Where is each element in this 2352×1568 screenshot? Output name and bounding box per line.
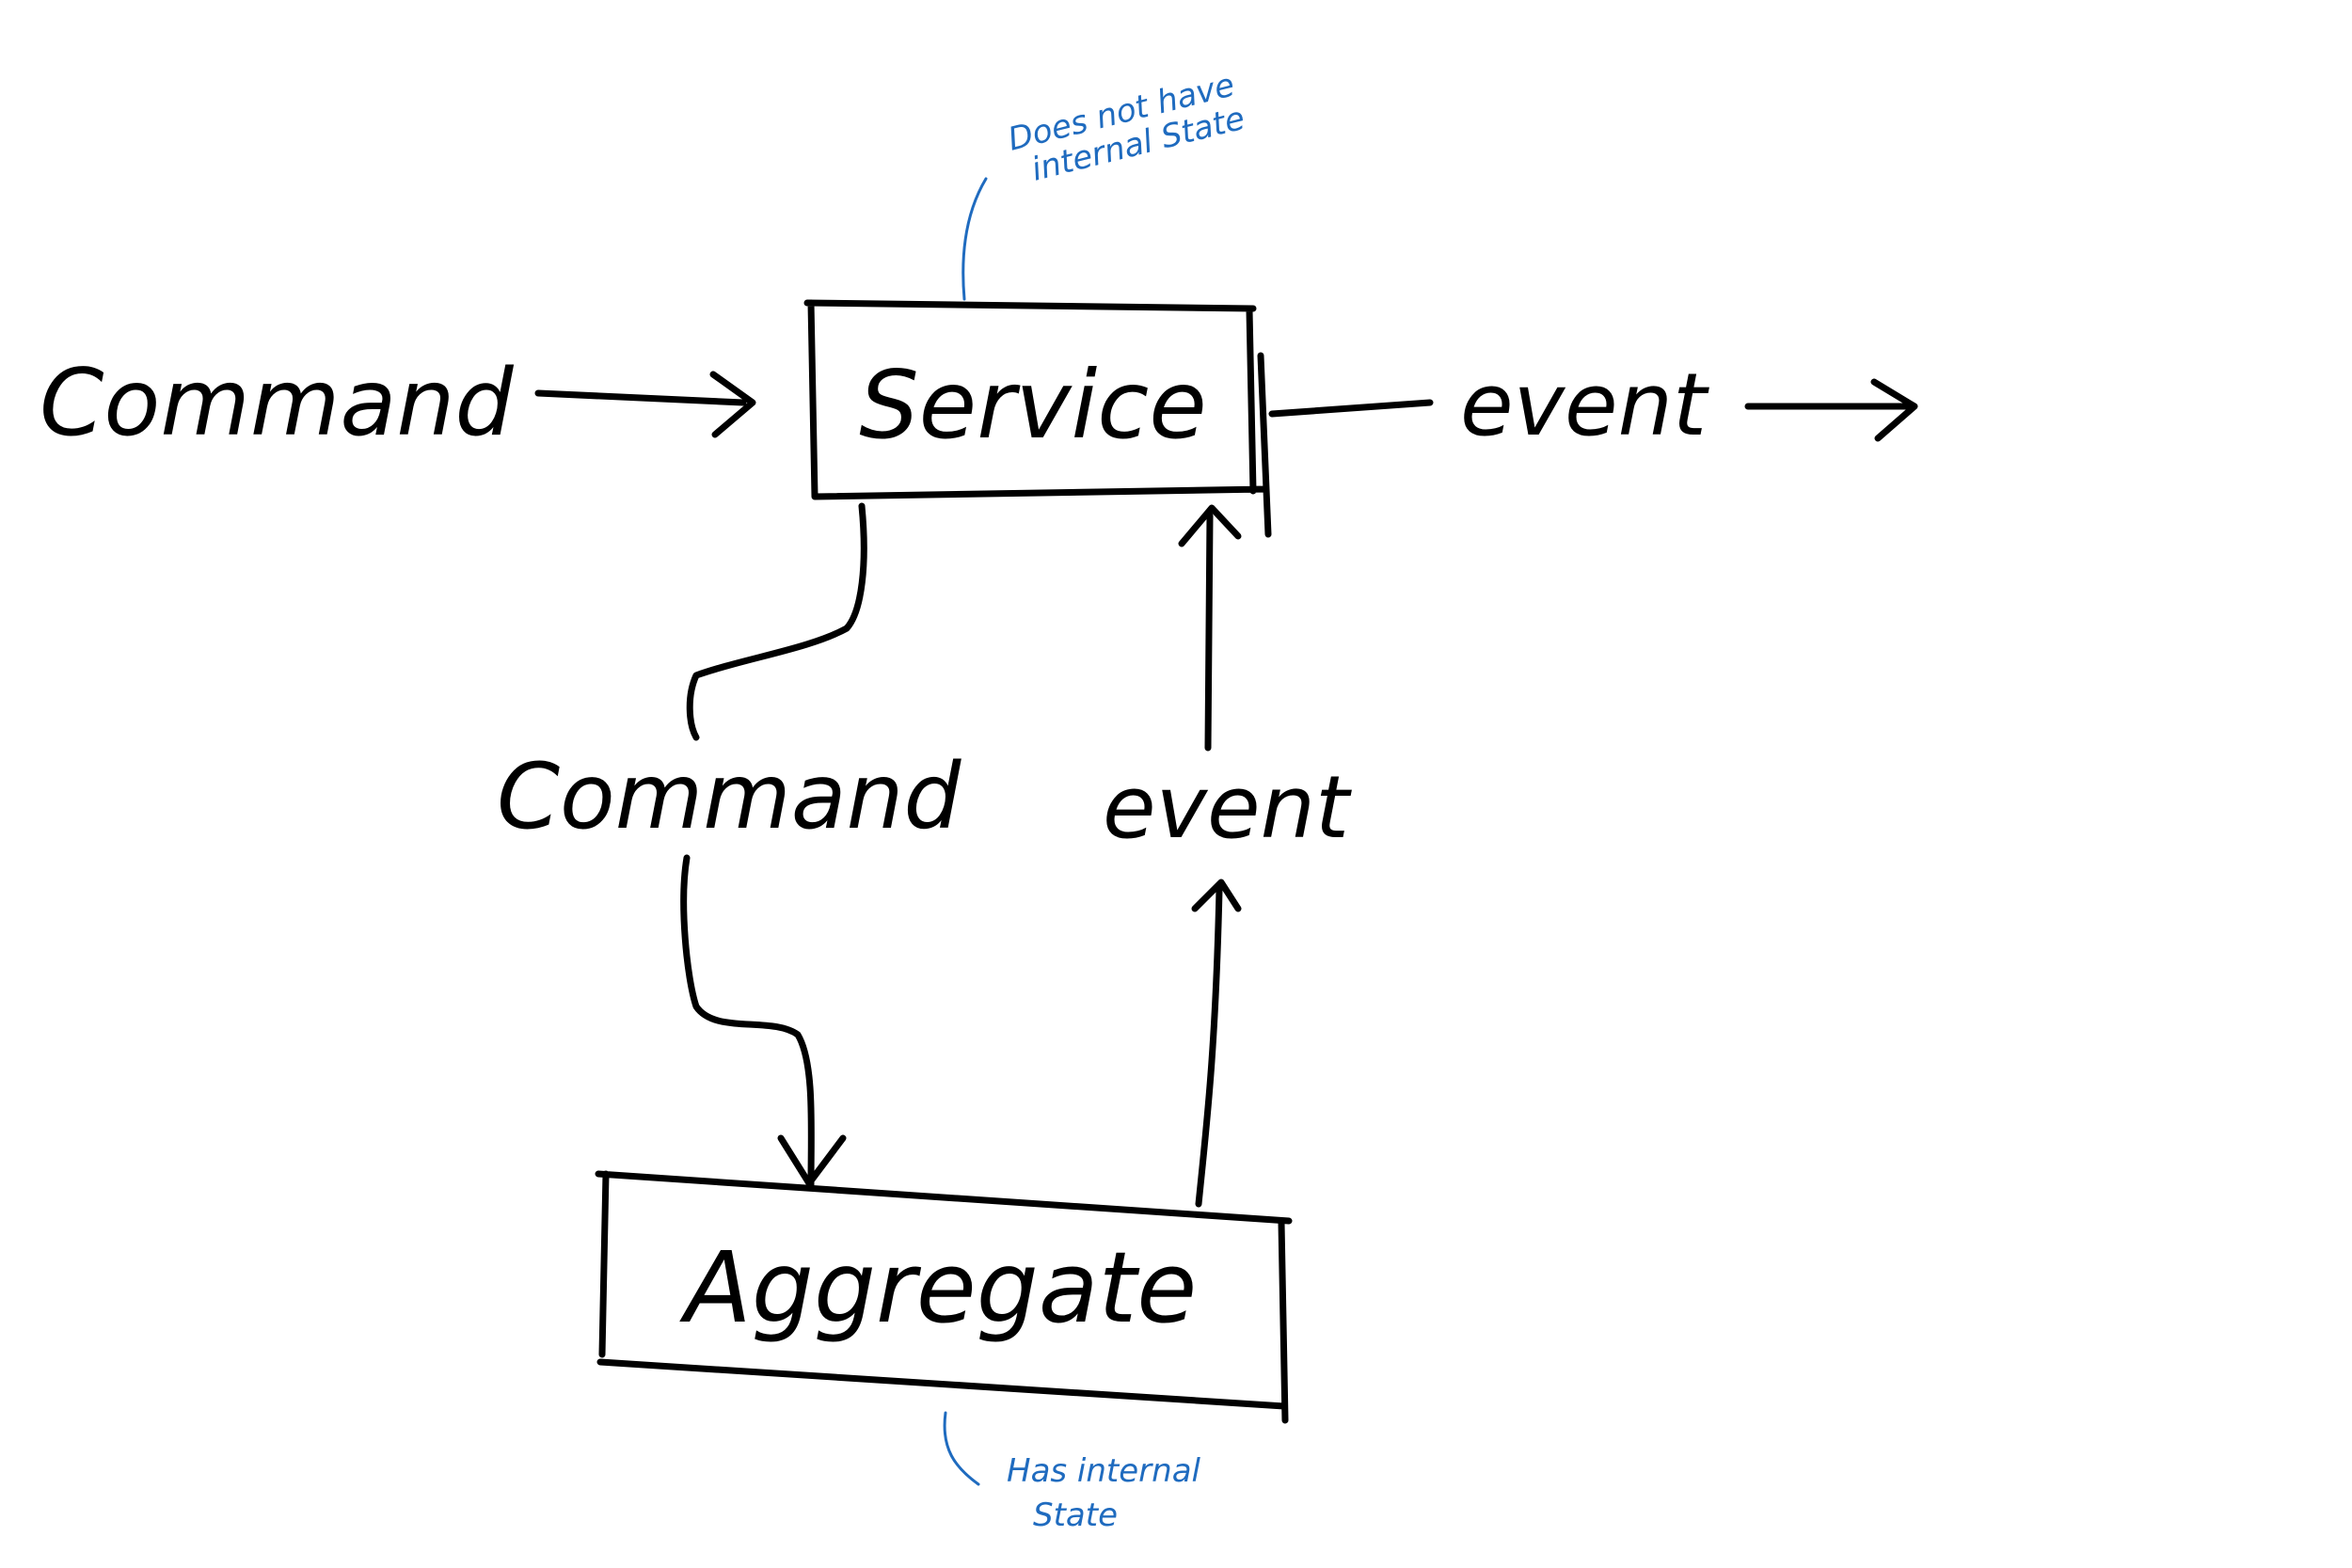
event-up-label: event (1103, 757, 1352, 858)
event-to-service-arrow (1178, 504, 1242, 752)
command-down-label: Command (497, 744, 961, 849)
command-in-label: Command (40, 350, 514, 457)
service-to-event-line (1268, 399, 1434, 418)
service-note-leader (961, 177, 988, 301)
aggregate-node: Aggregate (595, 1170, 1293, 1424)
aggregate-label: Aggregate (679, 1230, 1197, 1345)
aggregate-note-line2: State (1033, 1497, 1118, 1534)
service-note: Does not have internal State (961, 66, 1248, 301)
service-label: Service (859, 350, 1207, 460)
event-out-arrow (1744, 378, 1918, 442)
service-to-command-connector (686, 502, 867, 741)
aggregate-box (595, 1170, 1293, 1424)
aggregate-note: Has internal State (943, 1411, 1201, 1534)
service-box (803, 299, 1272, 538)
command-in-arrow (534, 371, 756, 438)
command-to-aggregate-arrow (680, 854, 847, 1189)
aggregate-note-leader (943, 1411, 980, 1486)
aggregate-note-line1: Has internal (1007, 1452, 1201, 1490)
aggregate-to-event-arrow (1191, 879, 1242, 1208)
service-node: Service (803, 299, 1272, 538)
event-out-label: event (1460, 355, 1709, 455)
